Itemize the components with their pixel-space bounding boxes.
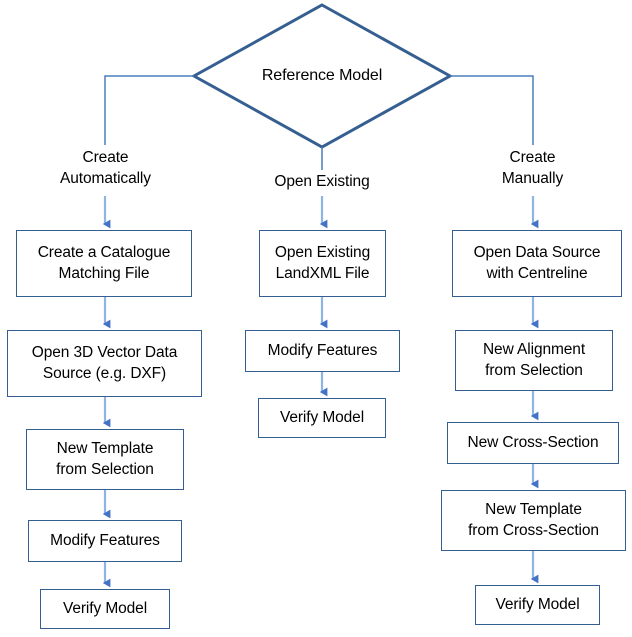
node-modify-features-middle[interactable]: Modify Features	[245, 330, 400, 372]
node-open-existing-landxml-file[interactable]: Open Existing LandXML File	[259, 230, 386, 297]
node-verify-model-left[interactable]: Verify Model	[40, 589, 170, 629]
branch-label-open-existing: Open Existing	[258, 172, 386, 193]
node-new-alignment-from-selection[interactable]: New Alignment from Selection	[455, 330, 613, 391]
branch-label-create-automatically: Create Automatically	[43, 148, 168, 190]
node-label: New Cross-Section	[467, 433, 599, 451]
node-new-template-from-cross-section[interactable]: New Template from Cross-Section	[441, 490, 626, 551]
node-new-cross-section[interactable]: New Cross-Section	[447, 422, 619, 464]
node-label: Verify Model	[279, 408, 365, 426]
node-verify-model-middle[interactable]: Verify Model	[258, 398, 386, 438]
node-create-a-catalogue-matching-file[interactable]: Create a Catalogue Matching File	[16, 230, 192, 297]
node-label: Open Data Source with Centreline	[473, 244, 601, 282]
branch-connector-right	[450, 75, 534, 145]
node-modify-features-left[interactable]: Modify Features	[28, 520, 182, 562]
node-label: Verify Model	[495, 595, 580, 613]
node-label: New Alignment from Selection	[482, 341, 586, 379]
node-label: Modify Features	[50, 531, 160, 549]
node-new-template-from-selection[interactable]: New Template from Selection	[26, 429, 184, 490]
branch-connector-left	[104, 75, 194, 145]
node-verify-model-right[interactable]: Verify Model	[475, 585, 600, 625]
decision-node-reference-model[interactable]: Reference Model	[194, 5, 450, 147]
node-label: Open 3D Vector Data Source (e.g. DXF)	[31, 344, 178, 382]
node-label: Create a Catalogue Matching File	[37, 244, 171, 282]
node-label: Modify Features	[267, 341, 378, 359]
branch-label-create-manually: Create Manually	[470, 148, 595, 190]
node-label: Open Existing LandXML File	[274, 244, 371, 282]
node-open-3d-vector-data-source[interactable]: Open 3D Vector Data Source (e.g. DXF)	[7, 330, 202, 397]
node-label: New Template from Cross-Section	[468, 501, 599, 539]
decision-node-label: Reference Model	[261, 67, 383, 84]
node-open-data-source-with-centreline[interactable]: Open Data Source with Centreline	[452, 230, 622, 297]
node-label: New Template from Selection	[56, 440, 154, 478]
node-label: Verify Model	[62, 599, 148, 617]
